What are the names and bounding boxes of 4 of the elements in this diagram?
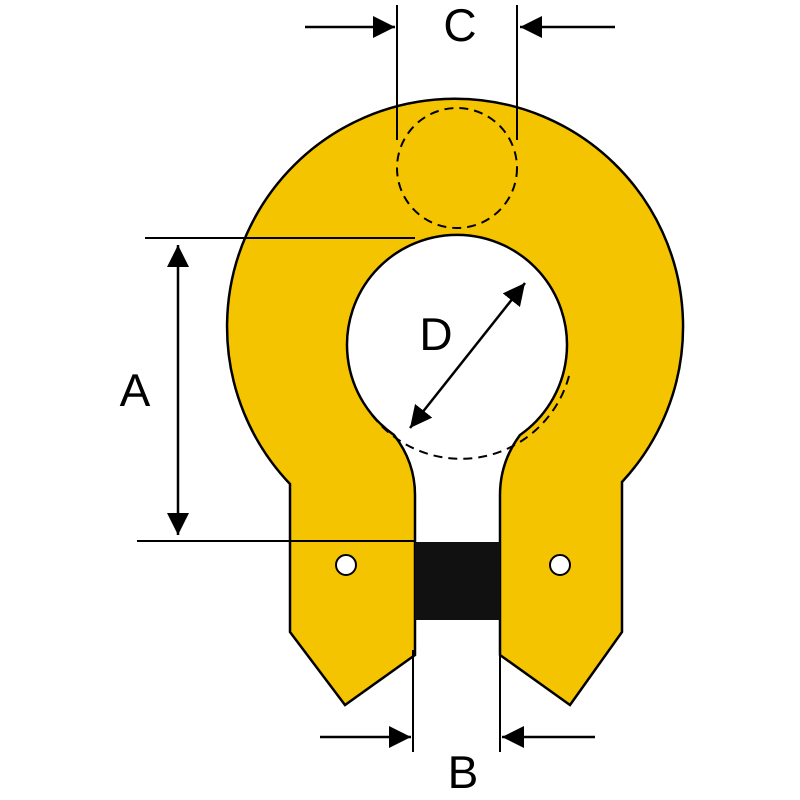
dimension-label: A bbox=[120, 367, 150, 413]
dimension-label: B bbox=[448, 749, 478, 795]
dimension-label: C bbox=[443, 2, 477, 48]
dimension-label: D bbox=[419, 311, 453, 357]
